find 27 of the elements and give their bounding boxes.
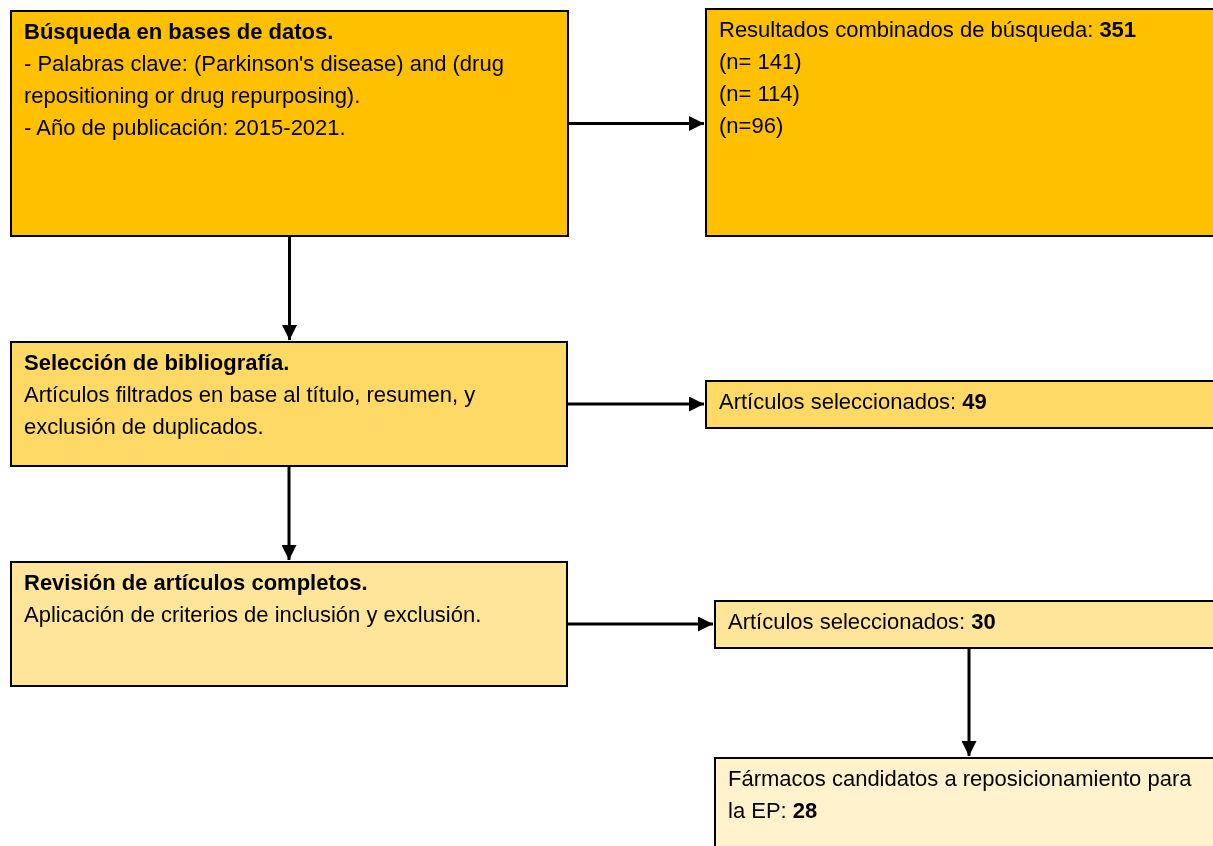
box-heading: Búsqueda en bases de datos. <box>24 18 335 46</box>
process-box <box>10 561 568 687</box>
box-text: - Palabras clave: (Parkinson's disease) and (drug repositioning or drug repurposing). <box>24 50 505 110</box>
box-text: Resultados combinados de búsqueda: 351 <box>719 16 1138 44</box>
box-heading: Selección de bibliografía. <box>24 349 291 377</box>
process-box <box>10 10 569 237</box>
box-text: Artículos seleccionados: 49 <box>719 388 988 416</box>
box-text: (n= 114) <box>719 80 801 108</box>
arrow <box>282 237 297 340</box>
process-box <box>714 600 1213 649</box>
process-box <box>10 341 568 467</box>
arrow <box>568 616 713 632</box>
box-text: Artículos filtrados en base al título, resumen, y exclusión de duplicados. <box>24 381 477 441</box>
arrow <box>281 467 297 560</box>
arrow <box>569 116 704 131</box>
box-text: - Año de publicación: 2015-2021. <box>24 114 347 142</box>
box-text: Fármacos candidatos a reposicionamiento para la EP: 28 <box>728 765 1193 825</box>
box-text: Aplicación de criterios de inclusión y exclusión. <box>24 601 483 629</box>
process-box <box>705 8 1213 237</box>
arrow <box>961 649 977 756</box>
process-box <box>714 757 1213 846</box>
box-text: (n= 141) <box>719 48 803 76</box>
process-box <box>705 380 1213 429</box>
arrow <box>568 396 704 412</box>
box-heading: Revisión de artículos completos. <box>24 569 369 597</box>
box-text: Artículos seleccionados: 30 <box>728 608 997 636</box>
box-text: (n=96) <box>719 112 785 140</box>
